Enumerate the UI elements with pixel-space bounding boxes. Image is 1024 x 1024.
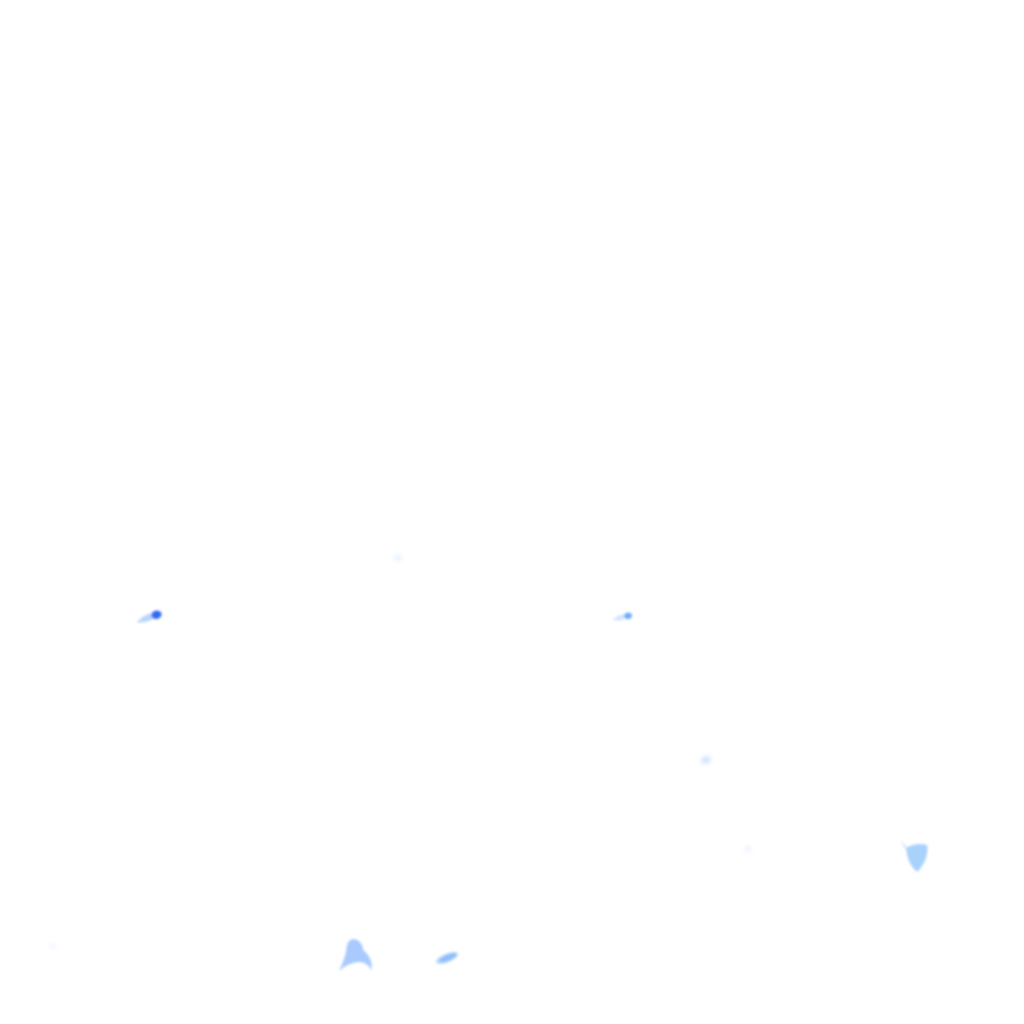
- faint-speck-right-core: [745, 846, 751, 852]
- comet-stroke-left-head: [151, 610, 162, 620]
- faint-speck-right: [743, 844, 753, 854]
- diagonal-lozenge: [435, 951, 459, 965]
- tick-blob-body: [906, 843, 928, 872]
- diagonal-lozenge-body: [438, 953, 457, 963]
- faint-speck-bottom-left: [48, 942, 58, 950]
- small-dot-core: [702, 757, 710, 763]
- faint-speck-center-core: [394, 554, 402, 562]
- comet-stroke-right: [612, 612, 633, 621]
- peak-blob: [339, 939, 372, 971]
- ink-marks-layer: [48, 553, 928, 971]
- faint-speck-bottom-left-core: [49, 943, 57, 949]
- comet-stroke-right-head: [624, 612, 633, 620]
- small-dot: [700, 755, 712, 765]
- peak-blob-body: [339, 939, 372, 971]
- tick-blob: [899, 840, 928, 872]
- faint-speck-center: [393, 553, 403, 563]
- comet-stroke-left: [136, 610, 162, 623]
